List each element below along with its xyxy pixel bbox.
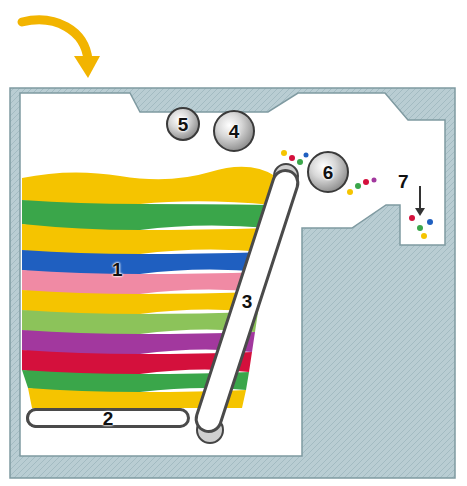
particles <box>281 150 433 239</box>
callout-number: 1 <box>112 260 123 279</box>
discharge-arrow <box>419 186 421 210</box>
roller-circle: 5 <box>166 107 200 141</box>
callout-number: 5 <box>178 115 189 134</box>
callout-number: 4 <box>229 122 240 141</box>
discharge-arrow-head <box>415 208 425 216</box>
feed-arrow <box>22 20 88 60</box>
callout-number: 3 <box>242 291 253 310</box>
callout-number: 7 <box>398 172 409 191</box>
callout-number: 6 <box>323 163 334 182</box>
housing-wall <box>10 88 455 478</box>
roller-circle: 6 <box>307 151 349 193</box>
callout-number: 2 <box>103 409 114 428</box>
feed-arrow-head <box>74 56 100 78</box>
roller-circle: 4 <box>213 110 255 152</box>
feed-conveyor: 2 <box>26 408 190 428</box>
